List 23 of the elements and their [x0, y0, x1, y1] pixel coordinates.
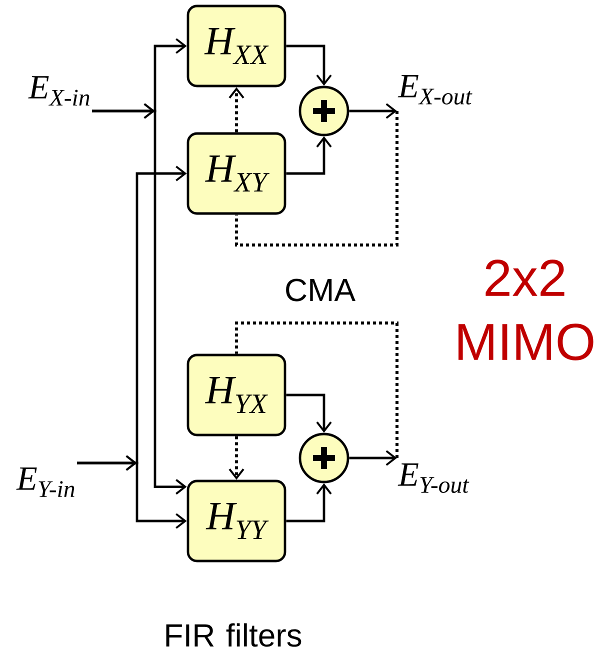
text-label: FIR filters [166, 623, 302, 647]
text-label: CMA [286, 278, 356, 302]
filter-box: H$_{YX}$ [186, 354, 286, 436]
arrow [228, 87, 244, 132]
signal-label: E$_{X-in}$ [28, 76, 90, 106]
arrow [286, 136, 332, 175]
filter-box: H$_{XY}$ [186, 132, 286, 215]
arrow [349, 450, 397, 466]
filter-box: H$_{XX}$ [186, 4, 286, 88]
adder-circle [298, 432, 350, 484]
arrow [286, 44, 332, 86]
arrow [77, 455, 187, 529]
signal-label: E$_{Y-out}$ [398, 463, 470, 493]
title-label: 2x2 MIMO [458, 260, 594, 360]
arrow [286, 394, 332, 433]
arrow [286, 483, 332, 522]
signal-label: E$_{Y-in}$ [16, 467, 74, 497]
arrow [92, 103, 187, 495]
adder-circle [298, 86, 350, 136]
filter-box: H$_{YY}$ [186, 480, 286, 562]
arrow [349, 103, 397, 119]
signal-label: E$_{X-out}$ [398, 75, 472, 105]
arrow [228, 436, 244, 480]
